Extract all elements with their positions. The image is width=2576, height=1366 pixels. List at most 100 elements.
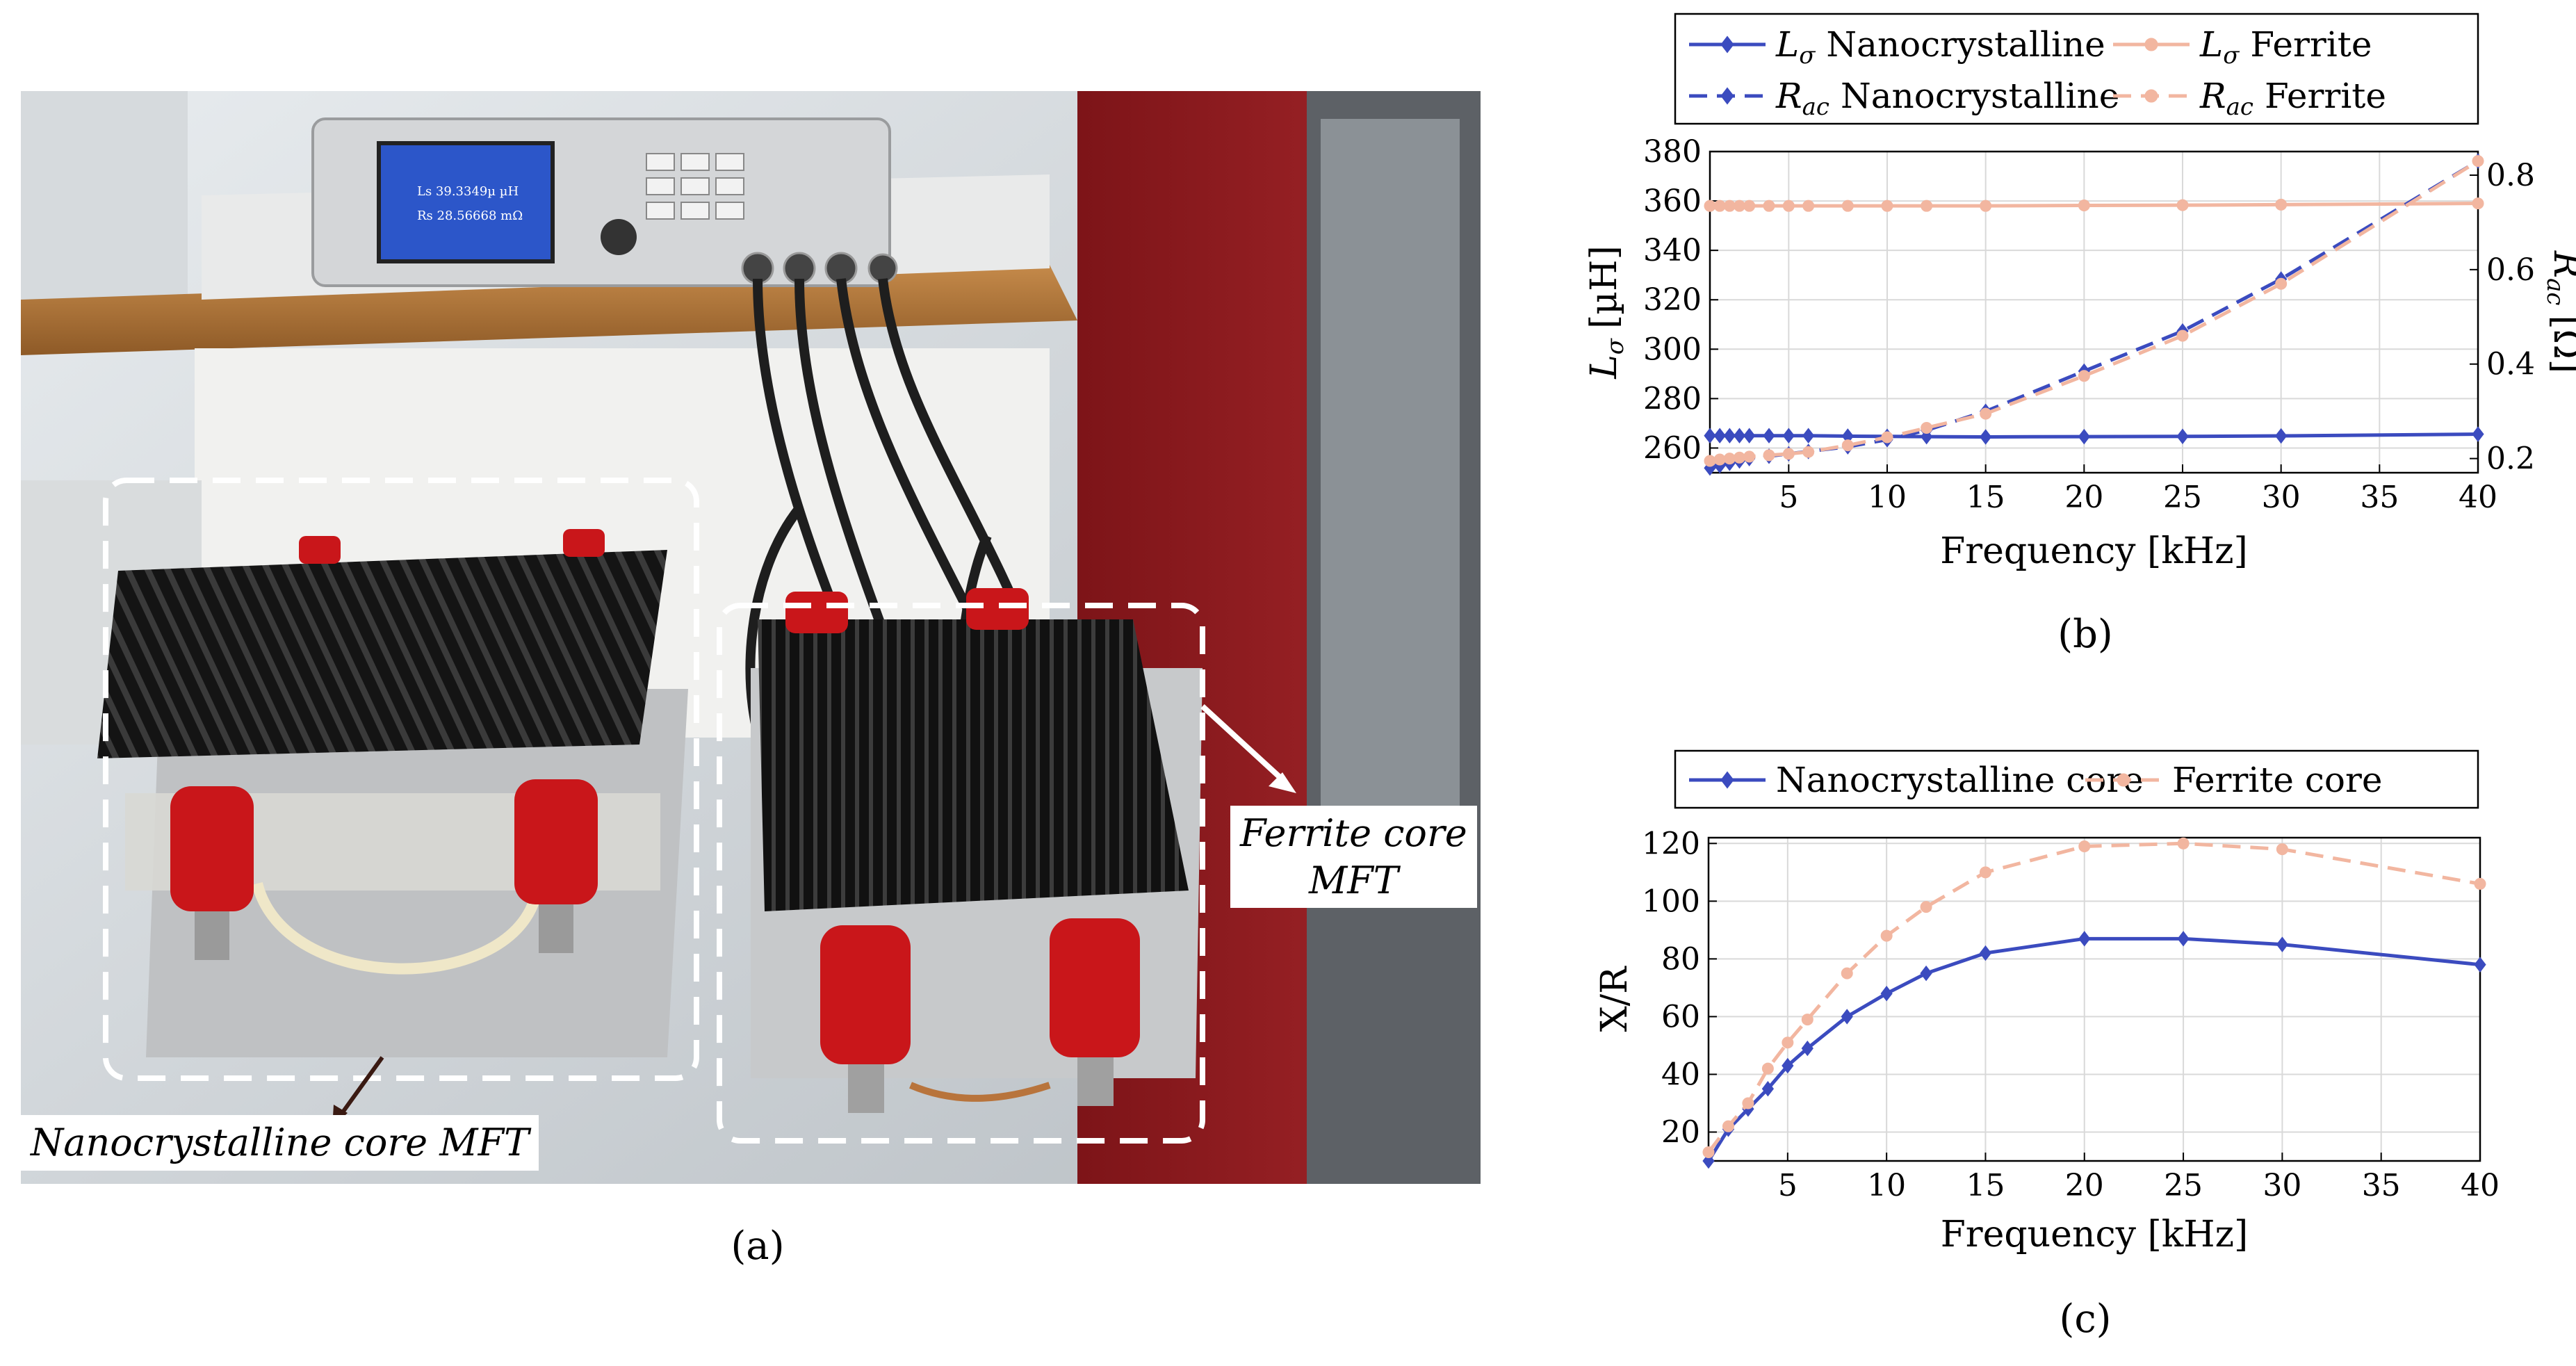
- b-series-0-point-12: [2078, 428, 2090, 445]
- b-series-1-point-4: [1743, 200, 1756, 212]
- chart-c-legend-marker-1: [2117, 773, 2130, 787]
- c-series-line-1: [1707, 841, 2481, 1154]
- c-series-0-point-3: [1761, 1080, 1775, 1097]
- c-series-1-point-5: [1801, 1014, 1813, 1026]
- chart-c-legend-label-1: Ferrite core: [2172, 760, 2383, 800]
- c-ytick-label-5: 120: [1642, 826, 1700, 861]
- c-series-0-point-4: [1782, 1057, 1794, 1074]
- c-series-0-point-9: [1979, 945, 1992, 961]
- c-series-1-point-0: [1702, 1146, 1715, 1159]
- b-series-line-0: [1710, 432, 2479, 439]
- b-series-3-point-3: [1734, 451, 1745, 464]
- c-series-0-point-12: [2276, 936, 2289, 952]
- chart-b-ylabel-left: Lσ[µH]: [1585, 245, 1629, 379]
- b-ytick-label-1: 280: [1643, 381, 1702, 416]
- b-series-0-point-11: [1980, 429, 1992, 445]
- b-series-1-point-15: [2472, 197, 2484, 210]
- chart-c-grid: [1709, 838, 2481, 1161]
- b-xtick-label-0: 5: [1779, 480, 1798, 515]
- chart-b-legend-sym-2: R: [1775, 76, 1802, 116]
- b-series-3-point-0: [1704, 455, 1716, 467]
- c-ytick-label-0: 20: [1661, 1114, 1700, 1150]
- b-series-1-point-12: [2078, 199, 2090, 211]
- c-series-1-point-7: [1880, 929, 1893, 942]
- b-series-3-point-2: [1723, 453, 1736, 465]
- b-series-3-point-6: [1782, 448, 1795, 460]
- b-series-1-point-7: [1802, 200, 1815, 212]
- chart-b-ylabel-left-sub: σ: [1601, 338, 1629, 355]
- nanocrystalline-label-text: Nanocrystalline core MFT: [31, 1121, 530, 1164]
- b-series-1-point-10: [1921, 200, 1933, 212]
- c-series-1-point-10: [2078, 840, 2091, 852]
- b-series-3-point-5: [1763, 449, 1775, 462]
- ferrite-label: Ferrite core MFT: [1230, 806, 1477, 908]
- b-series-3-point-7: [1802, 446, 1815, 458]
- b-series-1-point-13: [2176, 199, 2189, 211]
- c-ytick-label-2: 60: [1661, 999, 1700, 1034]
- lab-photo: Ls 39.3349µ µH Rs 28.56668 mΩ: [21, 91, 1481, 1184]
- b-xtick-label-5: 30: [2262, 480, 2301, 515]
- c-ytick-label-4: 100: [1642, 884, 1700, 919]
- chart-b-legend-text-3: Ferrite: [2265, 76, 2386, 116]
- b-ytick-right-label-3: 0.8: [2486, 158, 2535, 193]
- c-ytick-label-3: 80: [1661, 941, 1700, 977]
- ferrite-label-line1: Ferrite core: [1240, 811, 1467, 855]
- b-series-3-point-11: [1980, 407, 1992, 420]
- c-series-1-point-3: [1761, 1062, 1774, 1075]
- chart-b-legend-text-1: Ferrite: [2250, 24, 2372, 65]
- b-series-0-point-5: [1763, 428, 1775, 444]
- chart-b-legend-sym-3: R: [2199, 76, 2226, 116]
- b-series-1-point-11: [1980, 200, 1992, 212]
- c-series-0-point-13: [2474, 957, 2486, 973]
- b-xtick-label-3: 20: [2064, 480, 2103, 515]
- c-xtick-label-5: 30: [2263, 1168, 2301, 1203]
- chart-c-ylabel: X/R: [1594, 966, 1636, 1032]
- b-series-0-point-13: [2176, 428, 2189, 444]
- chart-b-ylabel-right-sym: R: [2545, 250, 2576, 278]
- c-series-0-point-11: [2177, 931, 2190, 947]
- chart-b-legend-text-0: Nanocrystalline: [1826, 24, 2105, 65]
- chart-c-xlabel: Frequency [kHz]: [1941, 1214, 2249, 1255]
- b-series-0-point-1: [1713, 428, 1726, 444]
- c-series-1-point-6: [1841, 967, 1853, 979]
- c-xtick-label-2: 15: [1966, 1168, 2005, 1203]
- c-series-line-0: [1706, 936, 2481, 1162]
- b-ytick-label-3: 320: [1643, 282, 1702, 318]
- b-ytick-label-5: 360: [1643, 184, 1702, 219]
- c-xtick-label-6: 35: [2362, 1168, 2401, 1203]
- c-xtick-label-3: 20: [2065, 1168, 2104, 1203]
- b-series-3-point-9: [1881, 431, 1893, 444]
- chart-b-legend-marker-0: [1720, 35, 1734, 54]
- instrument-line-2: Rs 28.56668 mΩ: [417, 209, 523, 223]
- chart-b-legend-text-2: Nanocrystalline: [1841, 76, 2119, 116]
- c-series-1-point-13: [2474, 877, 2486, 890]
- chart-b-grid: [1710, 151, 2479, 473]
- c-series-0-point-10: [2078, 931, 2091, 947]
- c-series-1-point-9: [1979, 866, 1991, 879]
- b-series-3-point-15: [2472, 155, 2484, 168]
- c-series-0-point-8: [1920, 965, 1932, 982]
- c-series-1-point-4: [1782, 1036, 1794, 1049]
- b-xtick-label-1: 10: [1868, 480, 1907, 515]
- c-xtick-label-7: 40: [2461, 1168, 2500, 1203]
- c-series-1-point-12: [2276, 843, 2288, 856]
- chart-b-legend-marker-3: [2144, 89, 2158, 103]
- caption-c-text: (c): [2059, 1296, 2112, 1342]
- c-series-1-point-1: [1722, 1120, 1734, 1132]
- b-series-line-1: [1710, 202, 2479, 208]
- b-ytick-label-2: 300: [1643, 332, 1702, 367]
- b-series-1-point-14: [2275, 198, 2288, 211]
- b-series-1-point-6: [1782, 200, 1795, 212]
- chart-b-legend-marker-2: [1720, 87, 1734, 105]
- b-ytick-label-6: 380: [1643, 134, 1702, 170]
- b-series-3-point-10: [1921, 421, 1933, 434]
